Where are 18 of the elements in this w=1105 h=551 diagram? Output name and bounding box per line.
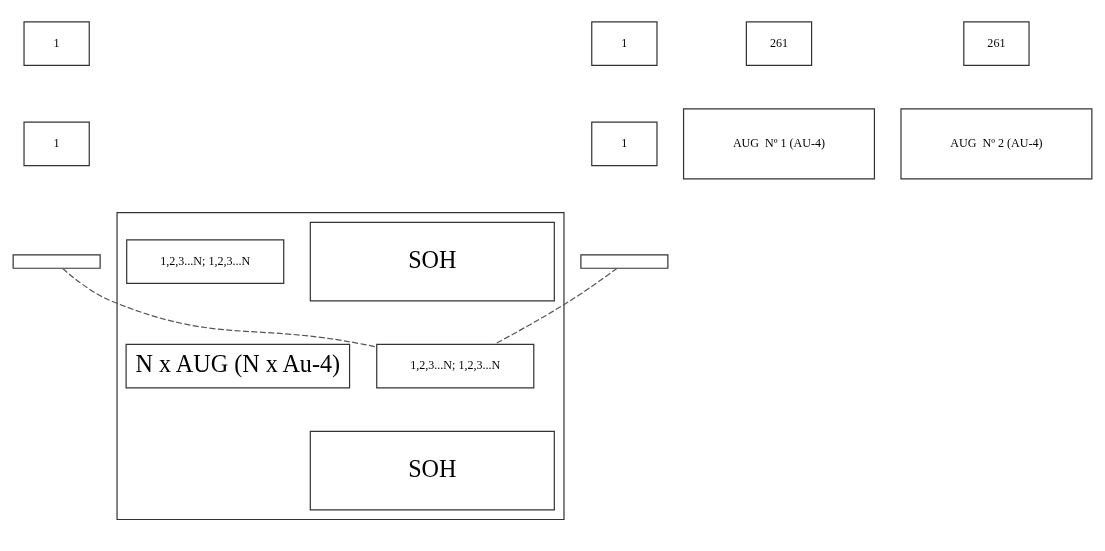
node-box: 1 bbox=[591, 21, 658, 66]
node-box: N x AUG (N x Au-4) bbox=[125, 343, 351, 389]
node-box: 1 bbox=[23, 21, 90, 66]
node-box: 1 bbox=[23, 121, 90, 167]
node-box: 1,2,3...N; 1,2,3...N bbox=[126, 239, 285, 284]
node-box: 1 bbox=[591, 121, 658, 167]
node-box: AUG Nº 1 (AU-4) bbox=[682, 108, 876, 180]
node-box: 1,2,3...N; 1,2,3...N bbox=[376, 343, 535, 389]
cluster bbox=[116, 212, 565, 521]
connector bbox=[62, 267, 378, 348]
node-box bbox=[12, 254, 101, 269]
node-box: AUG Nº 2 (AU-4) bbox=[900, 108, 1093, 180]
node-box: 261 bbox=[745, 21, 813, 66]
connector bbox=[494, 267, 618, 345]
node-box: SOH bbox=[309, 430, 555, 511]
node-box: 261 bbox=[963, 21, 1030, 66]
node-box: SOH bbox=[309, 221, 555, 302]
node-box bbox=[580, 254, 669, 269]
